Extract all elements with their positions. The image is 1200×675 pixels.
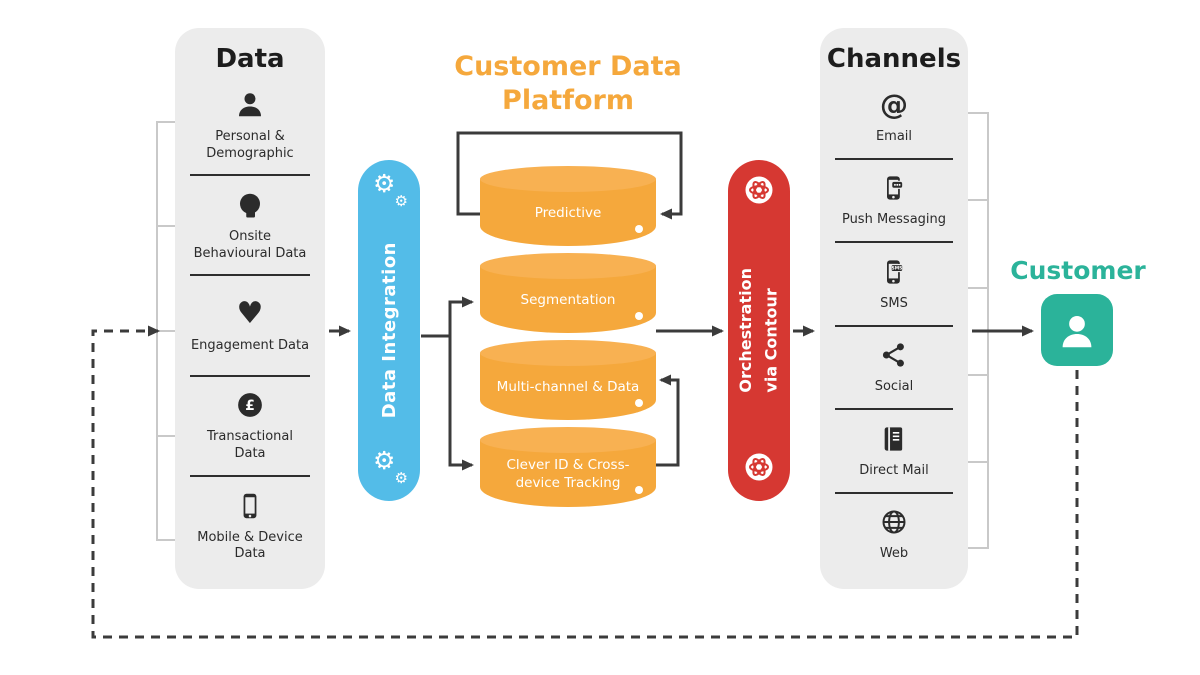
cylinder-dot	[635, 486, 643, 494]
channel-item-label: Web	[879, 546, 909, 562]
data-item-label: Mobile & Device Data	[197, 529, 303, 562]
heart-icon: ♥	[236, 295, 264, 331]
direct-mail-icon	[880, 422, 908, 456]
head-gear-icon: ⚙	[235, 181, 265, 222]
divider	[835, 241, 953, 243]
channel-item-email: @ Email	[835, 76, 953, 158]
data-panel-bracket	[156, 121, 175, 541]
divider	[835, 157, 953, 160]
svg-text:£: £	[245, 398, 255, 414]
integration-to-cleverid-arrow	[448, 336, 474, 471]
channel-item-label: SMS	[880, 295, 908, 311]
data-item-transactional: £ Transactional Data	[190, 377, 310, 475]
channels-panel: Channels @ Email Push Messaging SMS	[820, 28, 968, 589]
contour-logo-icon	[744, 452, 774, 486]
cylinder-dot	[635, 399, 643, 407]
channel-item-label: Email	[875, 128, 913, 144]
integration-bar-label: Data Integration	[378, 242, 400, 419]
divider	[835, 324, 953, 327]
cylinder-segmentation: Segmentation	[480, 253, 656, 333]
platform-cylinders: Predictive Segmentation Multi-channel & …	[480, 166, 656, 507]
platform-title: Customer Data Platform	[454, 51, 682, 116]
gears-icon: ⚙ ⚙	[373, 169, 408, 210]
channel-item-label: Social	[874, 379, 914, 395]
data-item-label: Onsite Behavioural Data	[193, 228, 307, 261]
channel-item-label: Push Messaging	[841, 212, 947, 228]
cylinder-label: Predictive	[534, 205, 602, 222]
data-panel: Data Personal & Demographic ⚙ Onsite Beh…	[175, 28, 325, 589]
sms-icon: SMS	[880, 255, 908, 289]
channel-item-label: Direct Mail	[859, 462, 929, 478]
person-icon	[1062, 316, 1092, 348]
cylinder-top	[480, 253, 656, 279]
data-integration-bar: ⚙ ⚙ Data Integration ⚙ ⚙	[358, 160, 420, 501]
customer-label: Customer	[1010, 256, 1146, 285]
customer-icon	[1041, 294, 1113, 366]
data-item-mobile-device: Mobile & Device Data	[190, 477, 310, 575]
cylinder-label: Clever ID & Cross-device Tracking	[506, 457, 630, 491]
orchestration-bar-label: Orchestration via Contour	[736, 268, 781, 393]
orchestration-bar: Orchestration via Contour	[728, 160, 790, 501]
channel-item-sms: SMS SMS	[835, 243, 953, 325]
cylinder-label: Segmentation	[520, 292, 616, 309]
data-panel-body: Personal & Demographic ⚙ Onsite Behaviou…	[175, 76, 325, 575]
channel-item-push-messaging: Push Messaging	[835, 160, 953, 242]
pound-coin-icon: £	[235, 388, 265, 422]
channel-item-direct-mail: Direct Mail	[835, 410, 953, 492]
gears-icon: ⚙ ⚙	[373, 445, 408, 487]
divider	[190, 174, 310, 177]
divider	[835, 408, 953, 410]
channels-panel-title: Channels	[826, 44, 962, 74]
data-item-personal-demographic: Personal & Demographic	[190, 76, 310, 174]
channel-item-social: Social	[835, 327, 953, 409]
mobile-icon	[236, 489, 264, 523]
divider	[190, 474, 310, 477]
svg-text:SMS: SMS	[892, 265, 903, 271]
data-item-label: Engagement Data	[190, 337, 310, 353]
web-globe-icon	[880, 505, 908, 539]
divider	[190, 274, 310, 277]
divider	[835, 491, 953, 494]
cylinder-label: Multi-channel & Data	[496, 379, 640, 396]
data-item-label: Transactional Data	[207, 429, 293, 462]
email-icon: @	[880, 87, 908, 121]
cylinder-predictive: Predictive	[480, 166, 656, 246]
divider	[190, 374, 310, 377]
push-messaging-icon	[880, 171, 908, 205]
data-item-label: Personal & Demographic	[206, 128, 294, 161]
integration-to-segmentation-arrow	[421, 296, 474, 338]
channel-item-web: Web	[835, 494, 953, 576]
cylinder-multichannel: Multi-channel & Data	[480, 340, 656, 420]
channels-panel-bracket	[968, 112, 989, 549]
person-icon	[235, 88, 265, 122]
cylinder-dot	[635, 312, 643, 320]
data-panel-title: Data	[215, 44, 285, 74]
gear-glyph: ⚙	[245, 180, 259, 197]
channels-panel-body: @ Email Push Messaging SMS SMS	[820, 76, 968, 575]
social-share-icon	[880, 338, 908, 372]
data-item-engagement: ♥ Engagement Data	[190, 276, 310, 374]
cylinder-dot	[635, 225, 643, 233]
data-item-onsite-behavioural: ⚙ Onsite Behavioural Data	[190, 176, 310, 274]
contour-logo-icon	[744, 175, 774, 209]
cylinder-cleverid: Clever ID & Cross-device Tracking	[480, 427, 656, 507]
